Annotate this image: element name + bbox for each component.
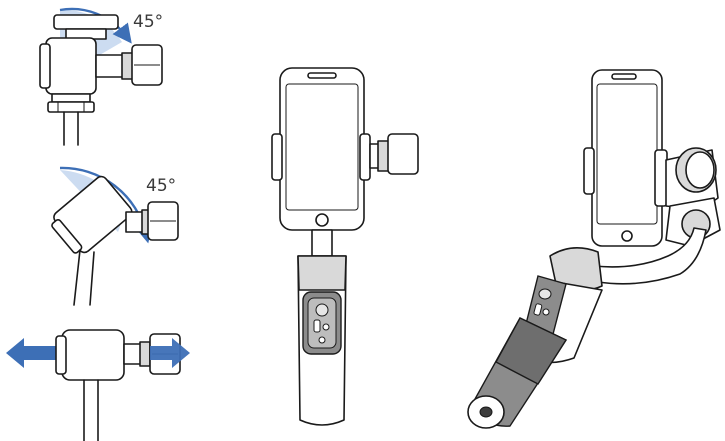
figure-perspective-view: [467, 69, 721, 429]
tilt-up-angle-label: 45°: [133, 12, 163, 32]
extend-arrow-right: [150, 338, 190, 368]
figure-tilt-up: 45°: [39, 7, 163, 146]
phone-icon: [591, 69, 663, 247]
phone-icon: [279, 67, 365, 231]
figure-front-view: [271, 67, 419, 426]
extend-arrow-left: [6, 338, 58, 368]
rotation-arc-arrow: [59, 7, 132, 44]
tilt-side-angle-label: 45°: [146, 176, 176, 196]
figure-extend: [6, 329, 190, 441]
figure-tilt-side: 45°: [51, 166, 179, 306]
